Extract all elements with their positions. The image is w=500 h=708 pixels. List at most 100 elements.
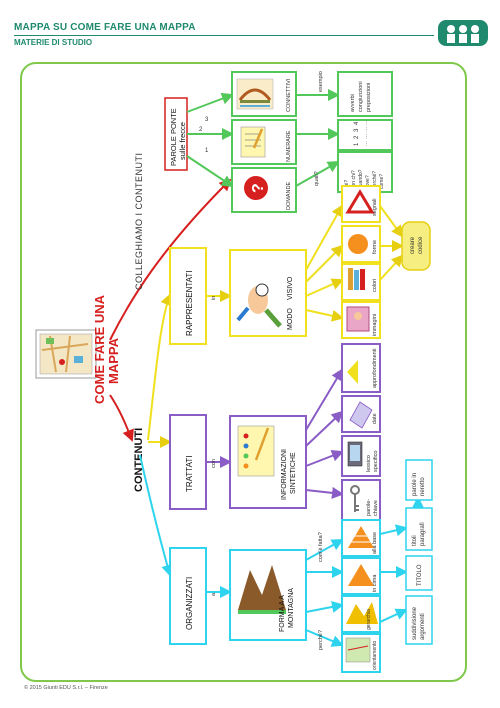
montagna-edge-perche: perché? (318, 630, 324, 650)
suddivisione-line2: argomenti (420, 613, 426, 640)
edge-montagna-orientamento (305, 629, 344, 647)
base-label: alla base (372, 532, 378, 554)
info-line2: SINTETICHE (290, 452, 297, 494)
domande-q4: dove? (365, 175, 371, 189)
approfondimenti-node (341, 343, 381, 393)
publisher-logo (438, 20, 488, 46)
numerare-node (231, 119, 297, 165)
center-title-line1: COME FARE UNA (92, 294, 107, 404)
visivo-label2: VISIVO (287, 276, 294, 300)
trattati-edge: con (211, 459, 217, 468)
titoli-paragrafi-node (405, 507, 433, 551)
date-label: date (372, 413, 378, 424)
edge-info-approfondimenti (305, 368, 344, 431)
immagini-node (341, 301, 381, 339)
edge-visivo-immagini (305, 309, 344, 322)
parole-neretto-node (405, 459, 433, 501)
connettivi-label: CONNETTIVI (286, 78, 292, 112)
titolo-label: TITOLO (417, 564, 423, 586)
edge-montagna-gerarchia (305, 601, 344, 613)
lessico-node (341, 435, 381, 477)
edge-visivo-forme (305, 244, 344, 283)
parole-chiave-line2: chiave (373, 500, 379, 516)
edge-visivo-segnali (305, 204, 343, 271)
titoli-paragrafi-line2: paragrafi (420, 522, 426, 546)
numerare-n1: 1 (354, 142, 360, 146)
edge-visivo-colori (305, 278, 344, 297)
center-node (35, 329, 97, 379)
center-title: COME FARE UNA MAPPA (92, 294, 121, 404)
parole-ponte-line2: sulle frecce (178, 122, 187, 160)
orientamento-node (341, 633, 381, 673)
date-node (341, 395, 381, 433)
trattati-node (169, 414, 207, 510)
edge-parole-to-domande (186, 155, 234, 188)
numerare-n3: 3 (354, 128, 360, 132)
montagna-line1: FORMA A A (279, 595, 286, 632)
edge-montagna-base (305, 539, 344, 561)
base-node (341, 519, 381, 557)
montagna-node (229, 549, 307, 641)
edge-contenuti-organizzati (139, 454, 174, 577)
map-frame (20, 62, 467, 682)
suddivisione-node (405, 595, 433, 645)
suddivisione-line1: suddivisione (412, 606, 418, 640)
orientamento-label: orientamento (372, 641, 378, 670)
numerare-n4: 4 (354, 121, 360, 125)
parole-num-3: 3 (205, 117, 209, 123)
visivo-node (229, 249, 307, 337)
branch-contenuti-label: CONTENUTI (133, 428, 145, 492)
creare-codice-node (401, 221, 431, 271)
organizzati-edge: a (211, 592, 217, 596)
domande-label: DOMANDE (286, 182, 292, 210)
parole-neretto-line1: parole in (412, 473, 418, 496)
edge-parole-to-connettivi (186, 92, 234, 113)
approfondimenti-label: approfondimenti (372, 349, 378, 388)
numerare-n2: 2 (354, 135, 360, 139)
arrow-to-contenuti (109, 394, 134, 442)
info-line1: INFORMAZIONI (281, 449, 288, 500)
copyright-footer: © 2015 Giunti EDU S.r.l. – Firenze (24, 685, 108, 691)
forme-label: forme (372, 240, 378, 254)
segnali-label: segnali (372, 199, 378, 216)
edge-base-titoli (379, 524, 408, 537)
edge-info-parole (305, 486, 344, 499)
numerare-list-box (337, 119, 393, 151)
parole-ponte-line1: PAROLE PONTE (169, 108, 178, 166)
lessico-line2: specifico (373, 451, 379, 472)
forme-node (341, 225, 381, 263)
connettivi-edge-label: esempio (318, 71, 324, 92)
cima-label: in cima (372, 574, 378, 592)
edge-info-date (305, 410, 344, 447)
organizzati-node (169, 547, 207, 645)
domande-node: ? (231, 167, 297, 213)
edge-segnali-codice (379, 205, 404, 238)
connettivi-ex1: avverbi (350, 94, 356, 112)
domande-q6: come? (379, 174, 385, 189)
parole-chiave-line1: parole- (366, 499, 372, 516)
edge-contenuti-rappresentati (147, 293, 172, 441)
info-node (229, 415, 307, 509)
immagini-label: immagini (372, 314, 378, 336)
domande-q2: con chi? (351, 170, 357, 189)
parole-neretto-line2: neretto (420, 477, 426, 496)
organizzati-label: ORGANIZZATI (185, 577, 194, 630)
montagna-line2: MONTAGNA (288, 588, 295, 628)
connettivi-node (231, 71, 297, 117)
domande-edge-label: quali? (314, 171, 320, 186)
colori-node (341, 263, 381, 301)
svg-text:…: … (363, 134, 369, 139)
segnali-node (341, 185, 381, 223)
parole-num-1: 1 (205, 148, 209, 154)
svg-text:?: ? (250, 183, 267, 193)
gerarchia-label: gerarchia (366, 609, 372, 630)
header-rule (14, 35, 434, 36)
colori-label: colori (372, 279, 378, 292)
cima-node (341, 557, 381, 595)
branch-collegamenti-label: COLLEGHIAMO I CONTENUTI (134, 152, 144, 290)
lessico-line1: lessico (366, 455, 372, 472)
titoli-paragrafi-line1: titoli (412, 535, 418, 546)
center-title-line2: MAPPA (106, 337, 121, 384)
parole-num-2: 2 (199, 127, 203, 133)
connettivi-ex2: congiunzioni (358, 81, 364, 112)
